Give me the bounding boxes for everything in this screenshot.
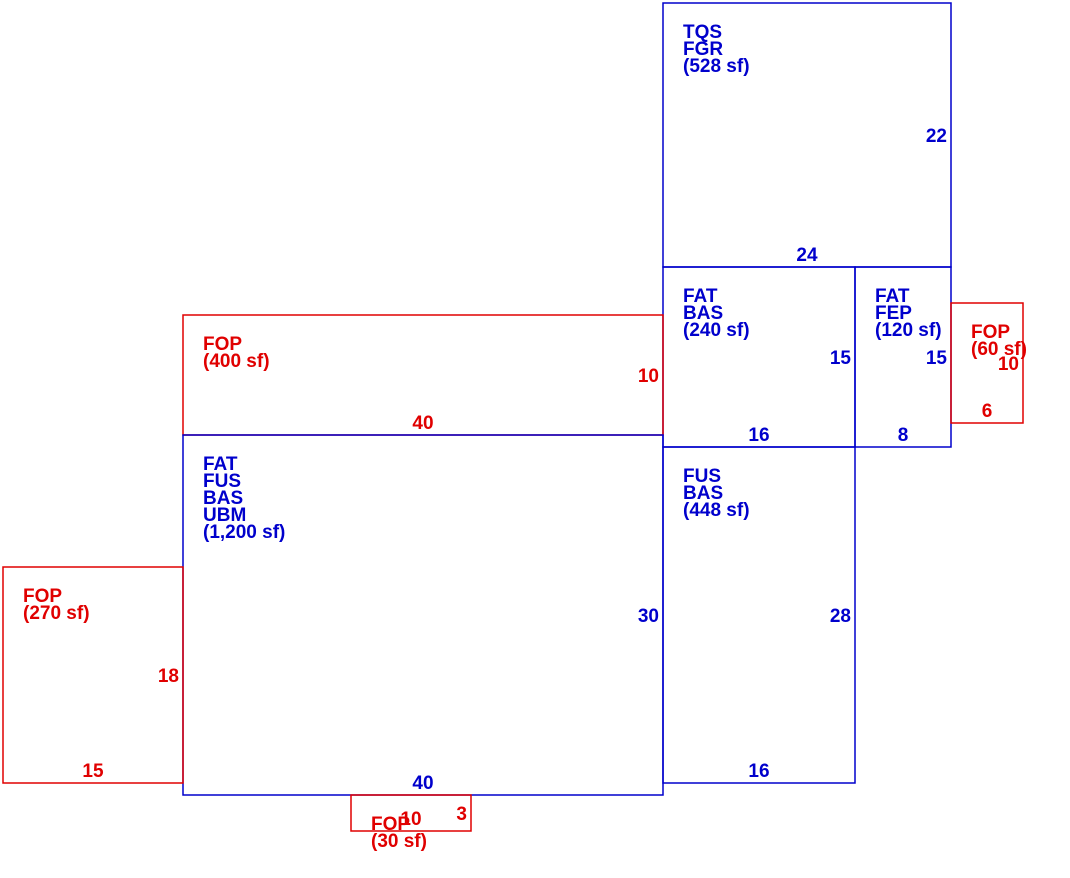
section-label-line: BAS (683, 483, 723, 504)
section-outline (950, 302, 1024, 424)
section-label-line: FGR (683, 39, 723, 60)
section-outline (350, 794, 472, 832)
depth-dimension: 28 (830, 606, 851, 627)
width-dimension: 10 (400, 809, 421, 830)
section-fop-60: FOP (60 sf) 6 10 (950, 302, 1027, 424)
section-area-label: (270 sf) (23, 603, 90, 624)
width-dimension: 40 (412, 413, 433, 434)
depth-dimension: 10 (998, 354, 1019, 375)
section-main-1200: FAT FUS BAS UBM (1,200 sf) 40 30 (182, 434, 664, 796)
section-area-label: (240 sf) (683, 320, 750, 341)
section-label-line: FOP (23, 586, 62, 607)
width-dimension: 8 (898, 425, 909, 446)
section-label-line: FUS (203, 471, 241, 492)
section-area-label: (528 sf) (683, 56, 750, 77)
section-fus-bas-448: FUS BAS (448 sf) 16 28 (662, 446, 856, 784)
depth-dimension: 30 (638, 606, 659, 627)
section-label-line: FAT (203, 454, 238, 475)
section-label-line: TQS (683, 22, 722, 43)
section-label-line: UBM (203, 505, 246, 526)
width-dimension: 15 (82, 761, 104, 782)
depth-dimension: 15 (926, 348, 948, 369)
section-label-line: FAT (683, 286, 718, 307)
width-dimension: 40 (412, 773, 433, 794)
section-fat-fep-120: FAT FEP (120 sf) 8 15 (854, 266, 952, 448)
depth-dimension: 3 (456, 804, 467, 825)
section-garage: TQS FGR (528 sf) 24 22 (662, 2, 952, 268)
section-outline (662, 446, 856, 784)
section-label-line: BAS (683, 303, 723, 324)
section-label-line: FUS (683, 466, 721, 487)
section-area-label: (120 sf) (875, 320, 942, 341)
section-fat-bas-240: FAT BAS (240 sf) 16 15 (662, 266, 856, 448)
section-label-line: FAT (875, 286, 910, 307)
depth-dimension: 15 (830, 348, 852, 369)
section-area-label: (30 sf) (371, 831, 427, 852)
section-label-line: FOP (371, 814, 410, 835)
width-dimension: 16 (748, 425, 769, 446)
section-area-label: (1,200 sf) (203, 522, 285, 543)
width-dimension: 6 (982, 401, 993, 422)
section-outline (182, 434, 664, 796)
width-dimension: 16 (748, 761, 769, 782)
section-area-label: (448 sf) (683, 500, 750, 521)
section-fop-30: FOP (30 sf) 10 3 (350, 794, 472, 852)
section-label-line: BAS (203, 488, 243, 509)
section-label-line: FOP (203, 334, 242, 355)
width-dimension: 24 (796, 245, 818, 266)
section-label-line: FOP (971, 322, 1010, 343)
section-outline (2, 566, 184, 784)
section-area-label: (400 sf) (203, 351, 270, 372)
section-fop-400: FOP (400 sf) 40 10 (182, 314, 664, 436)
section-area-label: (60 sf) (971, 339, 1027, 360)
depth-dimension: 10 (638, 366, 659, 387)
section-label-line: FEP (875, 303, 912, 324)
depth-dimension: 22 (926, 126, 947, 147)
depth-dimension: 18 (158, 666, 179, 687)
section-fop-270: FOP (270 sf) 15 18 (2, 566, 184, 784)
